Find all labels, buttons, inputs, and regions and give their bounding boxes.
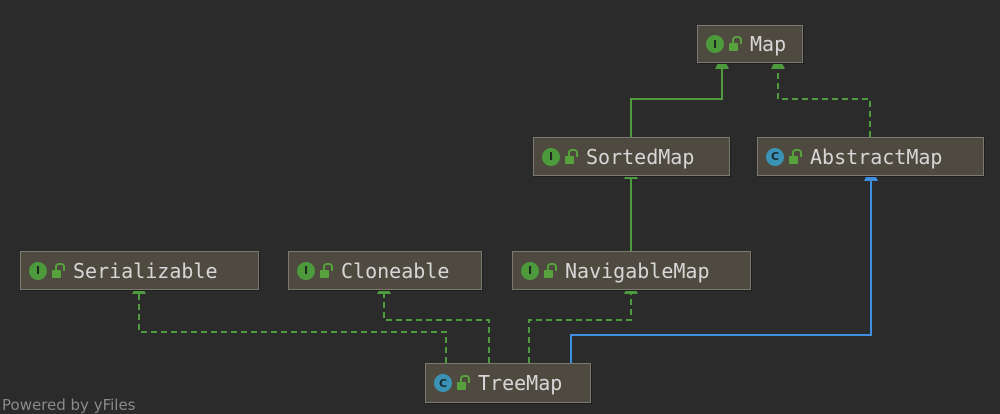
node-treemap[interactable]: C TreeMap <box>425 363 591 403</box>
node-label: AbstractMap <box>810 144 943 169</box>
edge-treemap-serializable <box>132 280 447 363</box>
node-label: Serializable <box>73 258 218 283</box>
edge-abstractmap-map <box>771 55 871 137</box>
node-navigablemap[interactable]: I NavigableMap <box>512 251 751 290</box>
public-lock-icon <box>544 262 557 278</box>
node-label: Map <box>750 32 787 56</box>
node-label: SortedMap <box>586 144 695 169</box>
powered-by-footer: Powered by yFiles <box>2 396 136 414</box>
public-lock-icon <box>565 148 578 164</box>
interface-icon: I <box>521 261 539 280</box>
interface-icon: I <box>29 261 47 280</box>
node-abstractmap[interactable]: C AbstractMap <box>757 137 984 176</box>
interface-icon: I <box>706 35 724 53</box>
class-icon: C <box>434 374 452 392</box>
node-sortedmap[interactable]: I SortedMap <box>533 137 730 176</box>
interface-icon: I <box>297 261 315 280</box>
abstract-class-icon: C <box>766 147 784 166</box>
node-label: TreeMap <box>478 371 563 395</box>
public-lock-icon <box>52 262 65 278</box>
node-cloneable[interactable]: I Cloneable <box>288 251 482 290</box>
public-lock-icon <box>320 262 333 278</box>
node-label: NavigableMap <box>565 258 710 283</box>
public-lock-icon <box>729 36 742 51</box>
edge-treemap-abstractmap <box>570 167 878 363</box>
edge-treemap-navigablemap <box>528 280 638 363</box>
public-lock-icon <box>457 375 470 390</box>
node-serializable[interactable]: I Serializable <box>20 251 259 290</box>
public-lock-icon <box>789 148 802 164</box>
edge-sortedmap-map <box>630 55 729 137</box>
edge-treemap-cloneable <box>377 280 490 363</box>
interface-icon: I <box>542 147 560 166</box>
node-map[interactable]: I Map <box>697 25 803 63</box>
node-label: Cloneable <box>341 258 450 283</box>
